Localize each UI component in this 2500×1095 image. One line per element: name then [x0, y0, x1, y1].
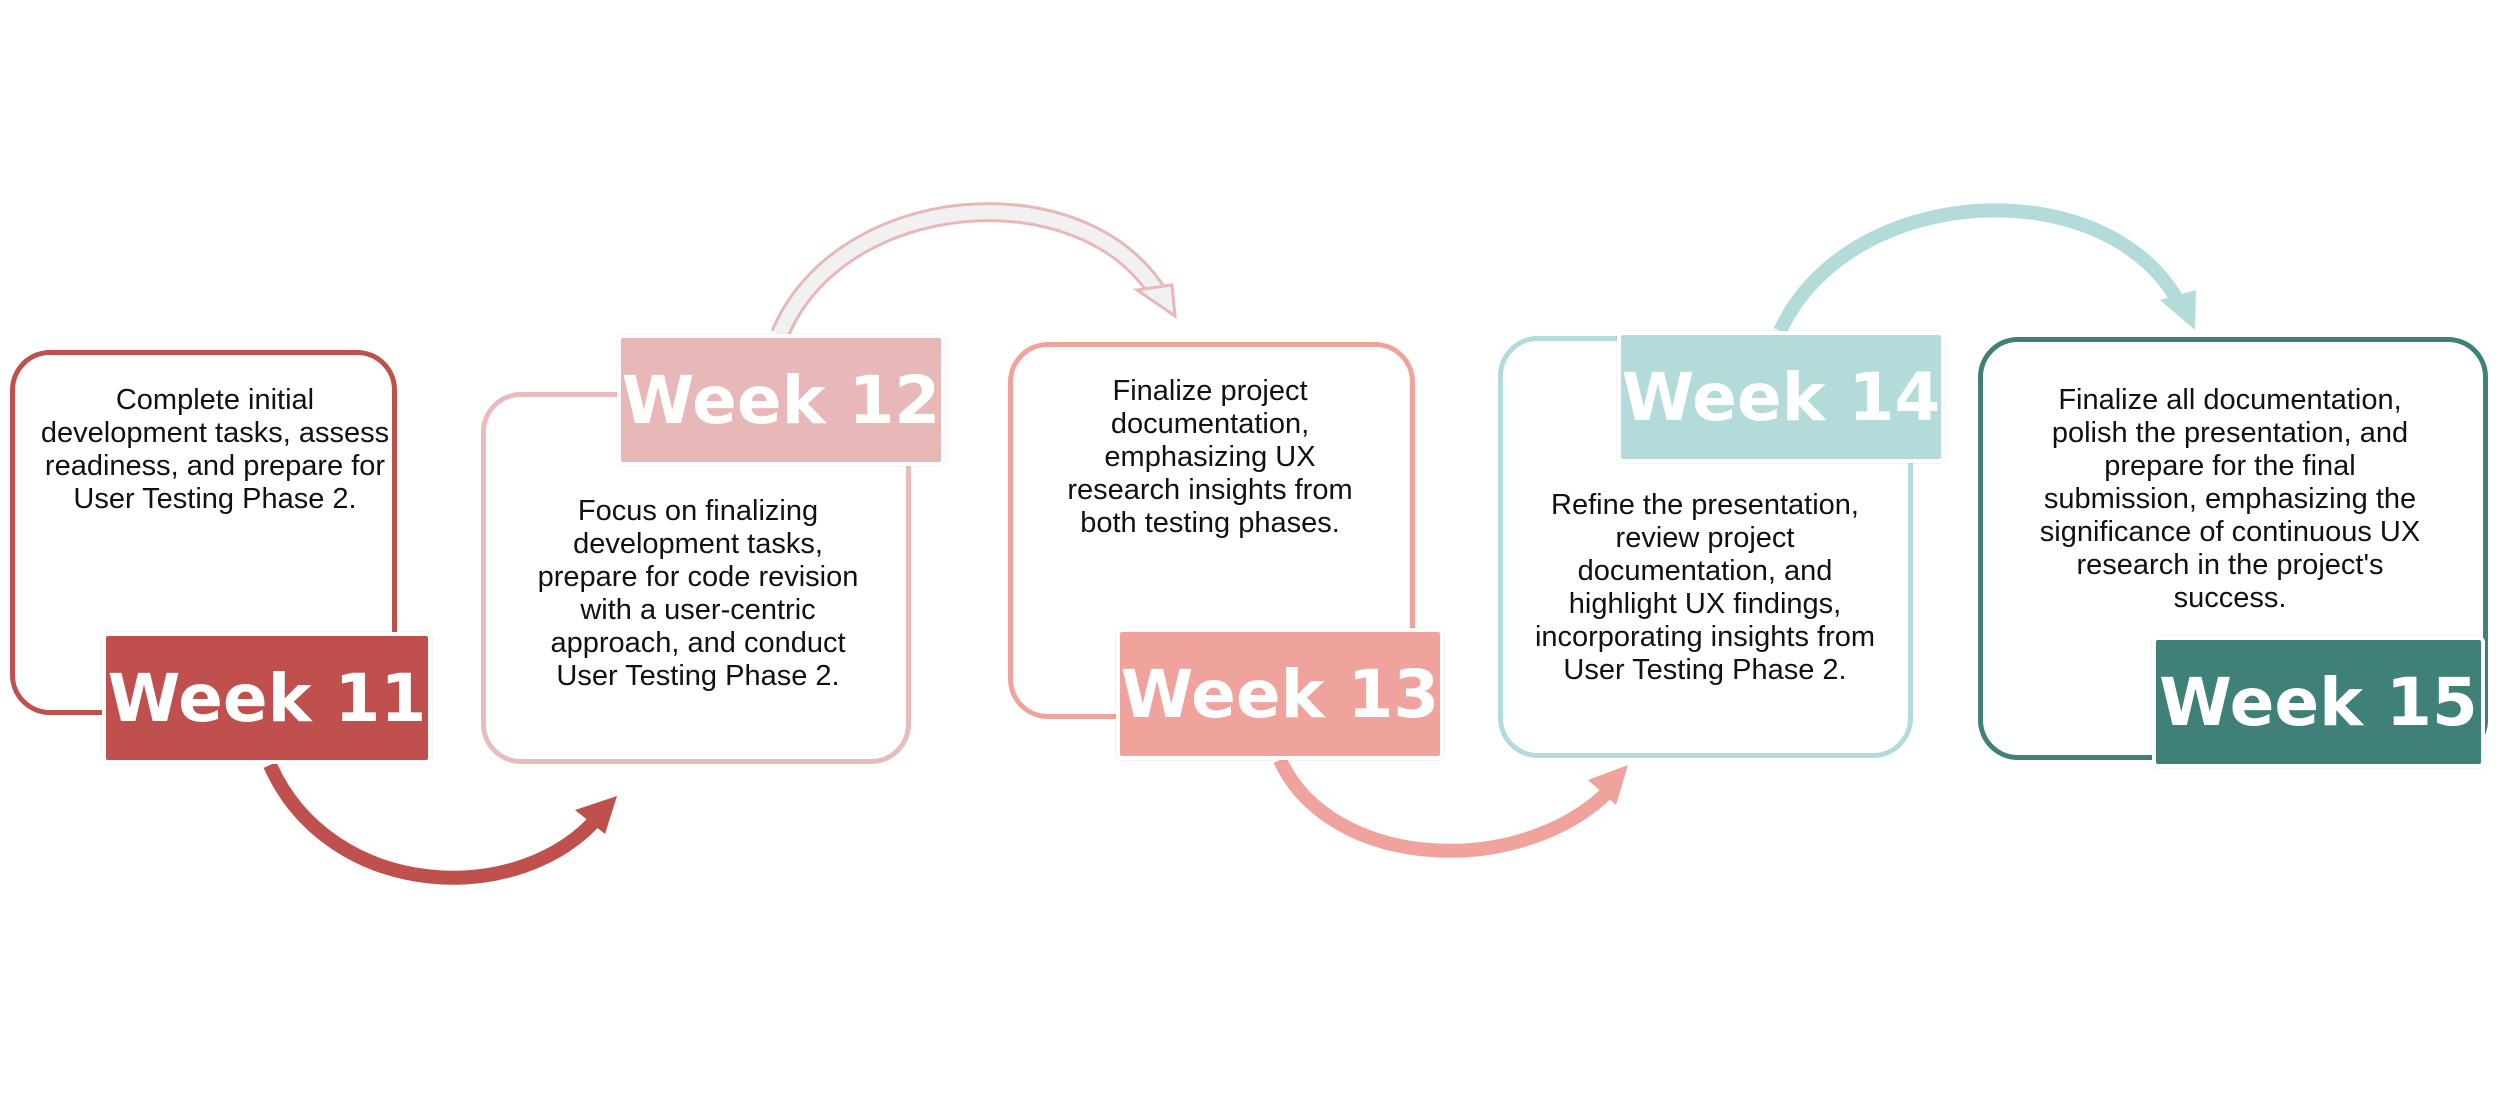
week-14-label: Week 14	[1617, 331, 1945, 463]
week-13-label: Week 13	[1116, 628, 1444, 760]
week-15-label: Week 15	[2152, 636, 2485, 768]
week-15-description: Finalize all documentation, polish the p…	[2039, 384, 2421, 614]
week-12-description: Focus on finalizing development tasks, p…	[537, 495, 859, 692]
week-11-description: Complete initial development tasks, asse…	[40, 384, 390, 515]
week-12-label: Week 12	[617, 334, 945, 466]
arrow-week12-to-week13	[770, 202, 1177, 338]
week-14-description: Refine the presentation, review project …	[1534, 489, 1876, 686]
week-11-label: Week 11	[102, 632, 432, 764]
week-13-description: Finalize project documentation, emphasiz…	[1067, 375, 1353, 539]
arrow-week13-to-week14	[1273, 757, 1628, 858]
arrow-week11-to-week12	[263, 762, 617, 885]
arrow-week14-to-week15	[1773, 203, 2196, 334]
